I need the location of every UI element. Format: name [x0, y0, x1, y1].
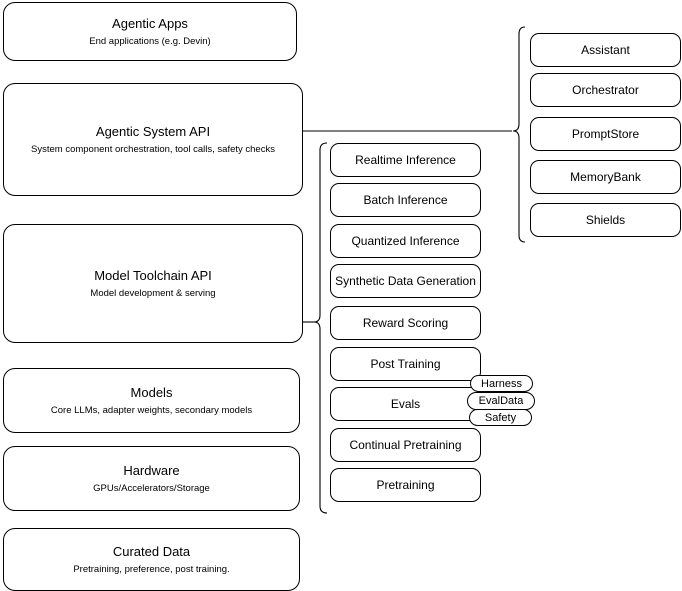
- middle-brace: [313, 142, 328, 514]
- capability-synthetic-data-generation[interactable]: Synthetic Data Generation: [330, 264, 481, 298]
- layer-subtitle: Core LLMs, adapter weights, secondary mo…: [50, 404, 253, 416]
- capability-continual-pretraining[interactable]: Continual Pretraining: [330, 428, 481, 462]
- stack-layer-hardware[interactable]: Hardware GPUs/Accelerators/Storage: [3, 446, 300, 511]
- system-component-promptstore[interactable]: PromptStore: [530, 117, 681, 151]
- capability-pretraining[interactable]: Pretraining: [330, 468, 481, 502]
- layer-subtitle: Pretraining, preference, post training.: [73, 563, 230, 575]
- layer-title: Hardware: [123, 462, 180, 478]
- layer-subtitle: GPUs/Accelerators/Storage: [93, 482, 210, 494]
- system-component-memorybank[interactable]: MemoryBank: [530, 160, 681, 194]
- stack-layer-curated-data[interactable]: Curated Data Pretraining, preference, po…: [3, 528, 300, 591]
- system-component-orchestrator[interactable]: Orchestrator: [530, 73, 681, 107]
- capability-realtime-inference[interactable]: Realtime Inference: [330, 143, 481, 177]
- eval-badge-safety[interactable]: Safety: [469, 409, 532, 426]
- layer-subtitle: Model development & serving: [90, 287, 216, 299]
- capability-post-training[interactable]: Post Training: [330, 347, 481, 381]
- stack-layer-agentic-system-api[interactable]: Agentic System API System component orch…: [3, 83, 303, 196]
- capability-evals[interactable]: Evals: [330, 387, 481, 421]
- layer-title: Agentic Apps: [112, 15, 188, 31]
- eval-badge-evaldata[interactable]: EvalData: [467, 392, 535, 410]
- system-component-shields[interactable]: Shields: [530, 203, 681, 237]
- layer-title: Model Toolchain API: [94, 267, 212, 283]
- layer-subtitle: System component orchestration, tool cal…: [31, 143, 275, 155]
- capability-quantized-inference[interactable]: Quantized Inference: [330, 224, 481, 258]
- right-brace: [512, 26, 526, 243]
- capability-reward-scoring[interactable]: Reward Scoring: [330, 306, 481, 340]
- layer-subtitle: End applications (e.g. Devin): [89, 35, 211, 47]
- layer-title: Agentic System API: [95, 123, 211, 139]
- eval-badge-harness[interactable]: Harness: [470, 375, 533, 392]
- stack-layer-models[interactable]: Models Core LLMs, adapter weights, secon…: [3, 368, 300, 433]
- stack-layer-model-toolchain-api[interactable]: Model Toolchain API Model development & …: [3, 224, 303, 343]
- stack-layer-agentic-apps[interactable]: Agentic Apps End applications (e.g. Devi…: [3, 2, 297, 61]
- layer-title: Models: [130, 384, 173, 400]
- capability-batch-inference[interactable]: Batch Inference: [330, 183, 481, 217]
- system-component-assistant[interactable]: Assistant: [530, 33, 681, 67]
- layer-title: Curated Data: [112, 543, 191, 559]
